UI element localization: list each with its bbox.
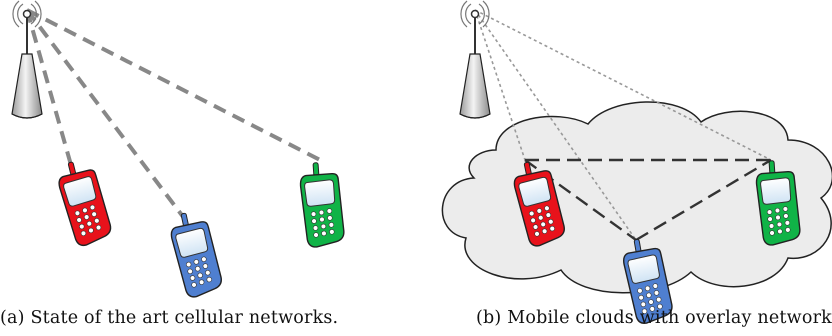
panel-cellular-network: (a) State of the art cellular networks. xyxy=(0,0,346,328)
overlay-link-blue-green xyxy=(635,158,772,242)
link-to-blue-phone xyxy=(474,9,637,241)
link-to-green-phone xyxy=(26,8,323,163)
mobile-cloud-diagram xyxy=(441,0,832,326)
link-to-red-phone xyxy=(474,9,526,161)
panel-mobile-cloud: (b) Mobile clouds with overlay network. xyxy=(416,0,832,336)
mobile-phone-icon-red xyxy=(53,156,115,249)
antenna-tower-icon xyxy=(11,0,43,119)
caption-a: (a) State of the art cellular networks. xyxy=(0,308,339,328)
link-to-blue-phone xyxy=(25,8,186,220)
tower-to-phone-links xyxy=(474,9,772,241)
mobile-phone-icon-green xyxy=(298,160,346,249)
link-to-red-phone xyxy=(25,9,73,166)
tower-to-phone-links xyxy=(25,8,323,220)
link-to-green-phone xyxy=(474,9,772,161)
cellular-network-diagram xyxy=(11,0,346,300)
antenna-tower-icon xyxy=(459,0,491,119)
caption-b: (b) Mobile clouds with overlay network. xyxy=(476,308,832,328)
mobile-phone-icon-blue xyxy=(166,207,225,300)
